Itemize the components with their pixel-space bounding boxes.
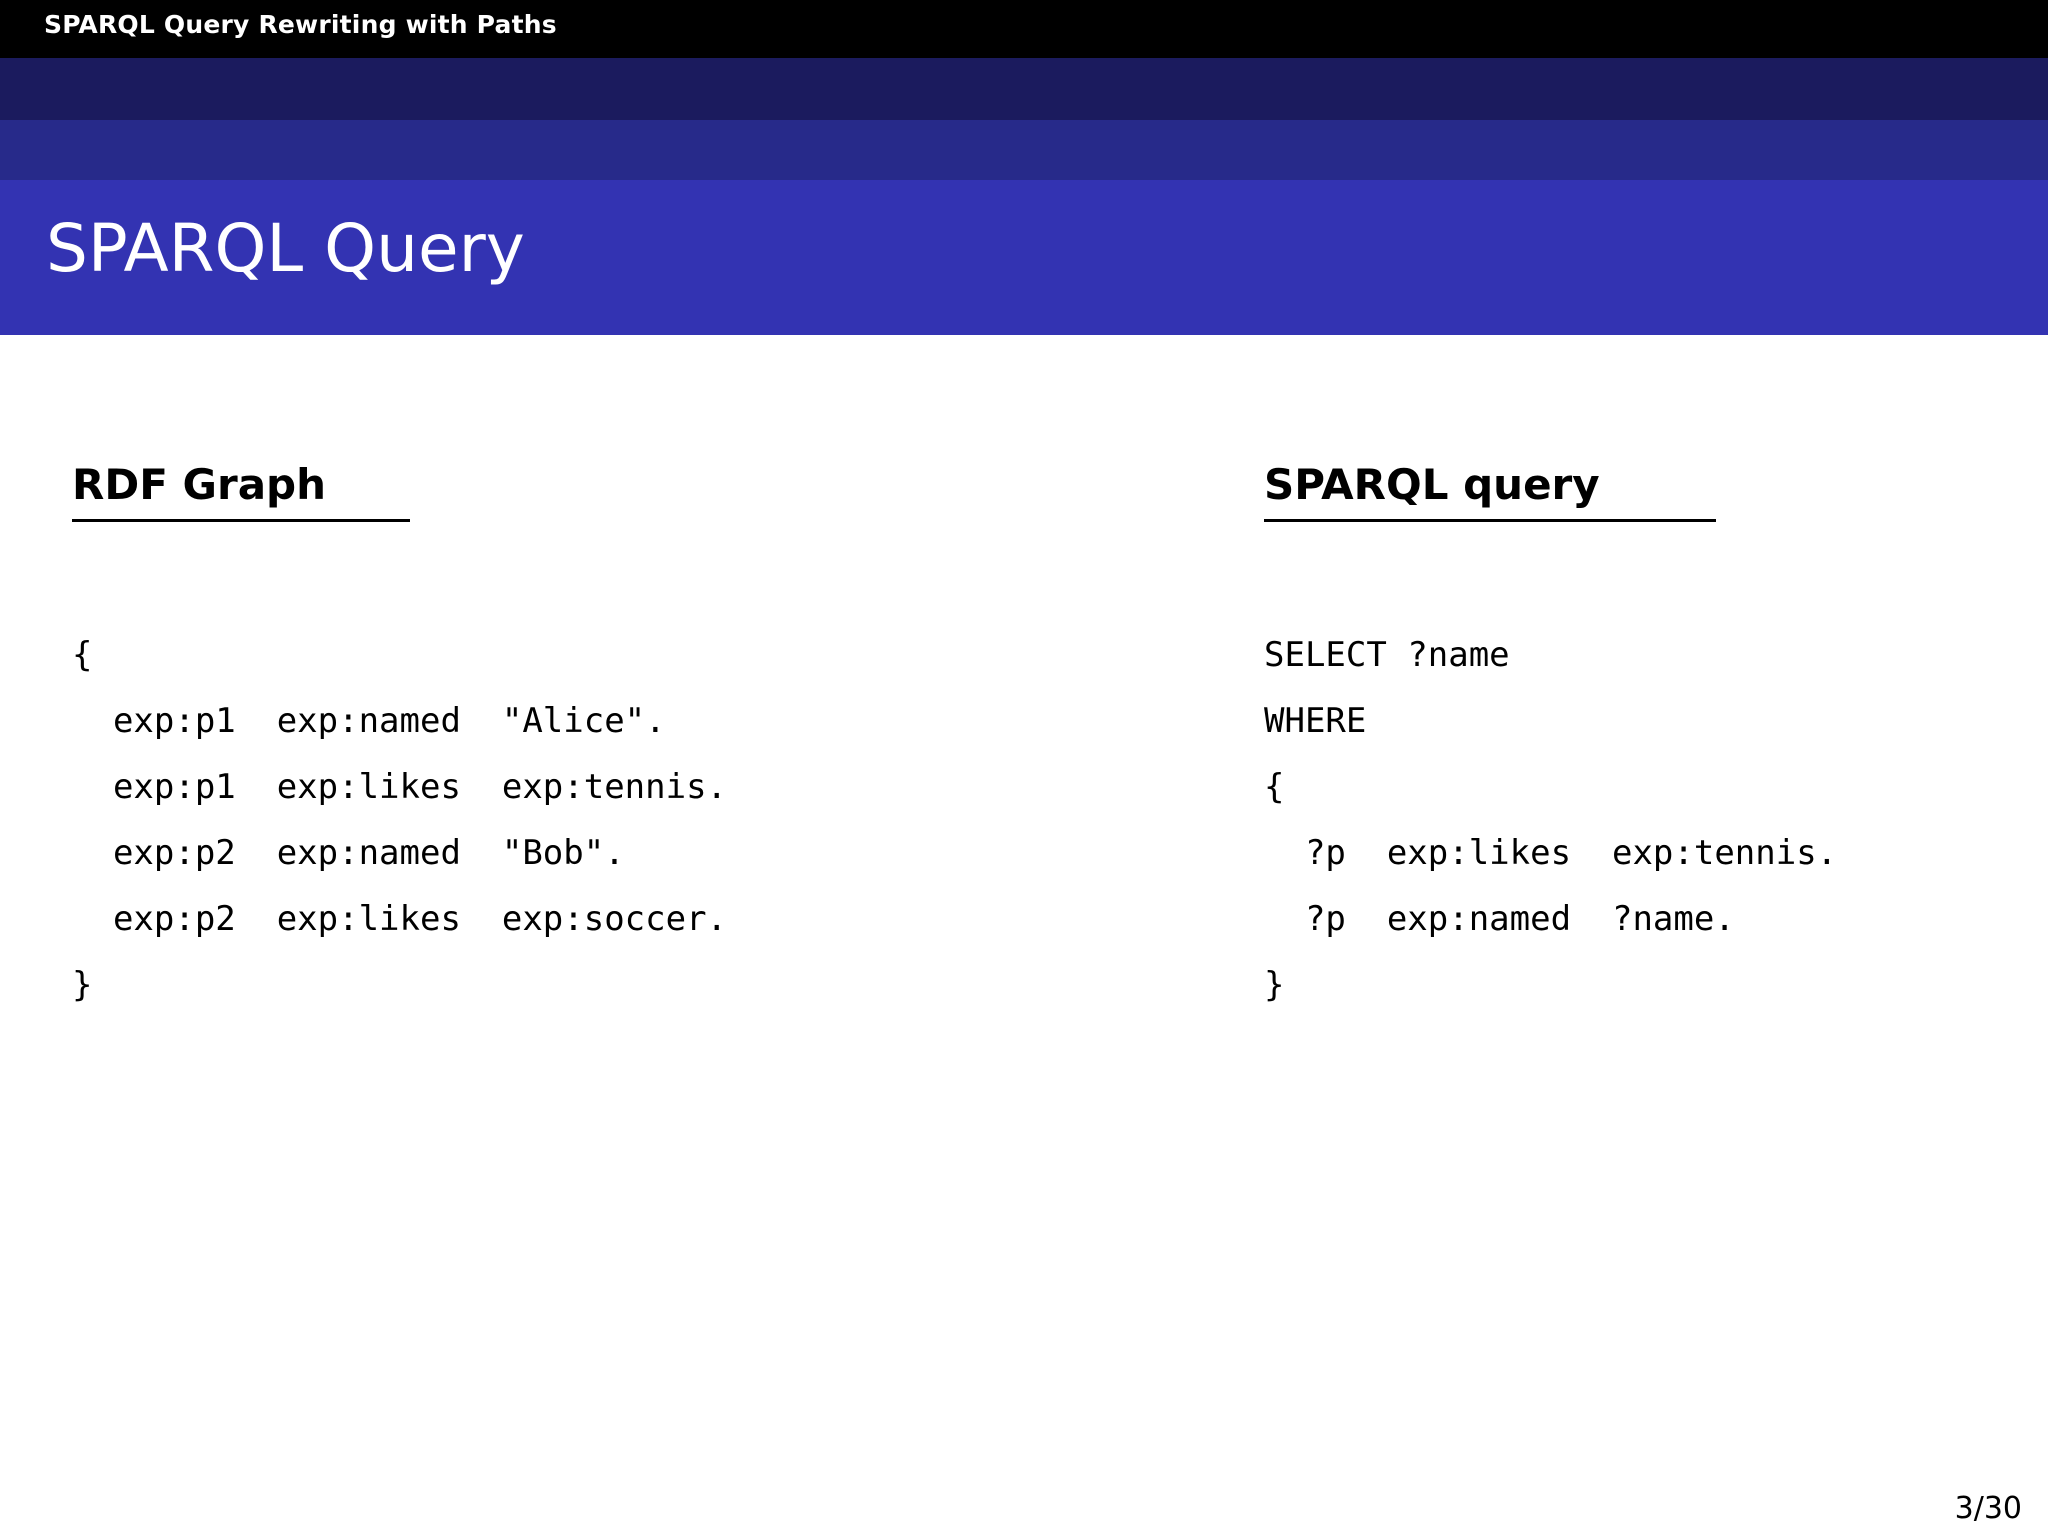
sparql-query-code: SELECT ?name WHERE { ?p exp:likes exp:te… — [1264, 635, 1838, 1005]
rdf-graph-heading: RDF Graph — [72, 460, 410, 530]
rdf-graph-heading-label: RDF Graph — [72, 460, 327, 509]
rdf-graph-heading-underline — [72, 519, 410, 522]
rdf-graph-code: { exp:p1 exp:named "Alice". exp:p1 exp:l… — [72, 635, 728, 1005]
page-title: SPARQL Query — [46, 210, 525, 287]
sparql-query-heading: SPARQL query — [1264, 460, 1716, 530]
sparql-query-heading-label: SPARQL query — [1264, 460, 1600, 509]
running-title: SPARQL Query Rewriting with Paths — [44, 10, 557, 39]
title-bar — [0, 0, 2048, 58]
page-number: 3/30 — [1954, 1491, 2022, 1526]
slide-title-band — [0, 180, 2048, 335]
decor-band-navy — [0, 58, 2048, 120]
graph-matching-diagram: named likes named likes p1 “Alice” tenni… — [0, 1020, 2048, 1520]
sparql-query-heading-underline — [1264, 519, 1716, 522]
decor-band-mid — [0, 120, 2048, 180]
